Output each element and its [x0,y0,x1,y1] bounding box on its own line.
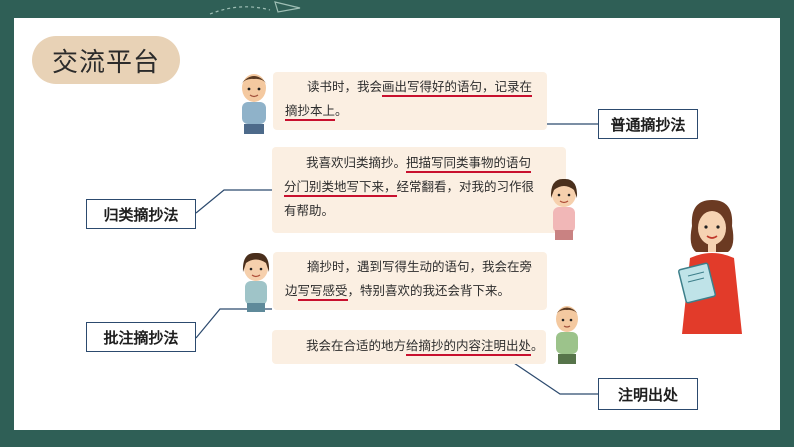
paper-plane-decoration [209,1,301,15]
speech-bubble-2: 我喜欢归类摘抄。把描写同类事物的语句 分门别类地写下来，经常翻看，对我的习作很 … [272,147,566,233]
underlined-text: 摘抄本上 [285,103,336,121]
speech-bubble-3: 摘抄时，遇到写得生动的语句，我会在旁 边写写感受，特别喜欢的我还会背下来。 [273,252,547,310]
speech-bubble-4: 我会在合适的地方给摘抄的内容注明出处。 [272,330,546,364]
bubble-line: 摘抄时，遇到写得生动的语句，我会在旁 [307,255,547,279]
label-annotate-excerpt: 批注摘抄法 [86,322,196,352]
bubble-line: 摘抄本上。 [285,99,547,123]
text: 。 [335,103,348,118]
girl-avatar [550,178,578,240]
boy-avatar [241,74,267,134]
bubble-line: 读书时，我会画出写得好的语句，记录在 [307,75,547,99]
text: 有帮助。 [284,203,335,218]
underlined-text: 画出写得好的语句，记录在 [382,79,533,97]
bubble-line: 我喜欢归类摘抄。把描写同类事物的语句 [306,151,566,175]
underlined-text: 给摘抄的内容注明出处 [406,338,532,356]
bubble-line: 分门别类地写下来，经常翻看，对我的习作很 [284,175,566,199]
text: ，特别喜欢的我还会背下来。 [347,283,511,298]
text: 摘抄时，遇到写得生动的语句，我会在旁 [307,259,533,274]
teacher-illustration [678,200,742,334]
page-title: 交流平台 [32,36,180,84]
boy-avatar [555,306,579,364]
speech-bubble-1: 读书时，我会画出写得好的语句，记录在 摘抄本上。 [273,72,547,130]
girl-avatar [242,252,270,312]
text: 。 [531,338,544,353]
text: 经常翻看，对我的习作很 [396,179,535,194]
underlined-text: 分门别类地写下来， [284,179,397,197]
label-category-excerpt: 归类摘抄法 [86,199,196,229]
label-ordinary-excerpt: 普通摘抄法 [598,109,698,139]
bubble-line: 有帮助。 [284,199,566,223]
text: 我会在合适的地方 [306,338,407,353]
text: 读书时，我会 [307,79,383,94]
bubble-line: 边写写感受，特别喜欢的我还会背下来。 [285,279,547,303]
bubble-line: 我会在合适的地方给摘抄的内容注明出处。 [306,334,546,358]
text: 边 [285,283,298,298]
label-cite-source: 注明出处 [598,378,698,410]
underlined-text: 写写感受 [297,283,348,301]
text: 我喜欢归类摘抄。 [306,155,407,170]
underlined-text: 把描写同类事物的语句 [406,155,532,173]
